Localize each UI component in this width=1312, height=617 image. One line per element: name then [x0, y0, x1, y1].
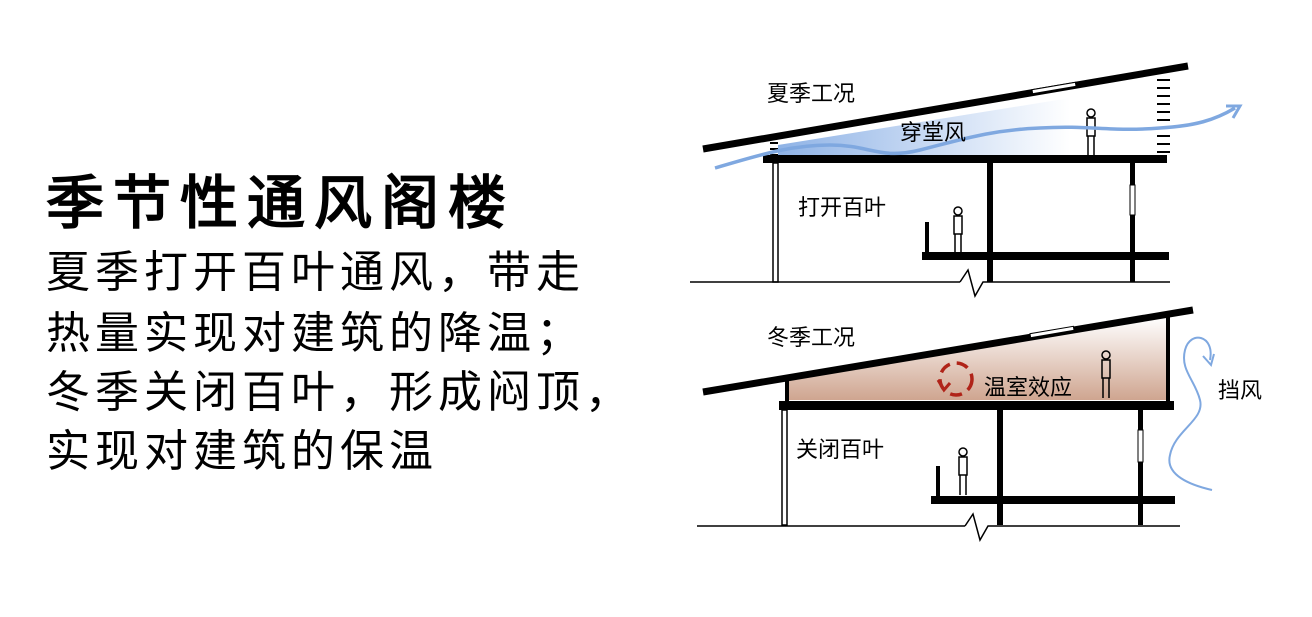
summer-floor-slab: [763, 155, 1167, 163]
cycle-arrow-head-icon: [936, 379, 952, 393]
winter-label: 冬季工况: [767, 326, 855, 351]
summer-attic-airflow-fill: [778, 98, 1070, 157]
person-icon: [1101, 350, 1111, 398]
winter-mezzanine: [931, 496, 1175, 504]
winter-railing: [936, 466, 940, 498]
summer-roof: [702, 62, 1189, 153]
closed-louver-wall: [1166, 316, 1170, 402]
winter-section: 冬季工况 温室效应 关闭百叶 挡风: [697, 306, 1262, 542]
summer-label: 夏季工况: [767, 82, 855, 107]
summer-break-mark: [959, 268, 1170, 298]
greenhouse-effect-label: 温室效应: [984, 376, 1072, 401]
summer-railing: [925, 222, 929, 254]
winter-right-column: [1138, 410, 1143, 525]
summer-right-column: [1130, 163, 1135, 282]
description-line: 实现对建筑的保温: [46, 426, 438, 477]
description-line: 夏季打开百叶通风，带走: [46, 247, 585, 298]
winter-left-stub: [785, 380, 789, 404]
blocked-wind-arrow: [1168, 336, 1213, 491]
summer-inner-column: [987, 163, 993, 282]
person-icon: [953, 206, 963, 253]
arrow-head-icon: [1226, 104, 1243, 119]
summer-left-column: [772, 162, 779, 283]
wind-block-label: 挡风: [1218, 379, 1262, 404]
airflow-label: 穿堂风: [900, 121, 966, 146]
description-line: 热量实现对建筑的降温；: [46, 308, 585, 359]
description-line: 冬季关闭百叶，形成闷顶，: [46, 367, 634, 418]
cross-ventilation-arrow: [714, 106, 1236, 170]
winter-inner-column: [997, 410, 1003, 525]
winter-break-mark: [964, 512, 1180, 542]
arrow-head-icon: [1202, 353, 1215, 368]
winter-window: [1137, 429, 1144, 463]
diagram-title: 季节性通风阁楼: [46, 169, 516, 237]
person-icon: [1086, 108, 1096, 156]
summer-mezzanine: [922, 252, 1169, 260]
winter-louver-label: 关闭百叶: [796, 438, 884, 463]
winter-roof: [702, 306, 1194, 396]
skylight: [1029, 325, 1075, 339]
winter-floor-slab: [779, 401, 1174, 410]
summer-louver-label: 打开百叶: [798, 196, 886, 221]
person-icon: [958, 447, 968, 495]
greenhouse-cycle-icon: [938, 361, 974, 397]
winter-left-column: [781, 409, 788, 526]
winter-attic-fill: [787, 317, 1168, 400]
skylight: [1031, 81, 1077, 95]
summer-window: [1129, 184, 1136, 216]
summer-section: 夏季工况 穿堂风 打开百叶: [690, 62, 1243, 298]
